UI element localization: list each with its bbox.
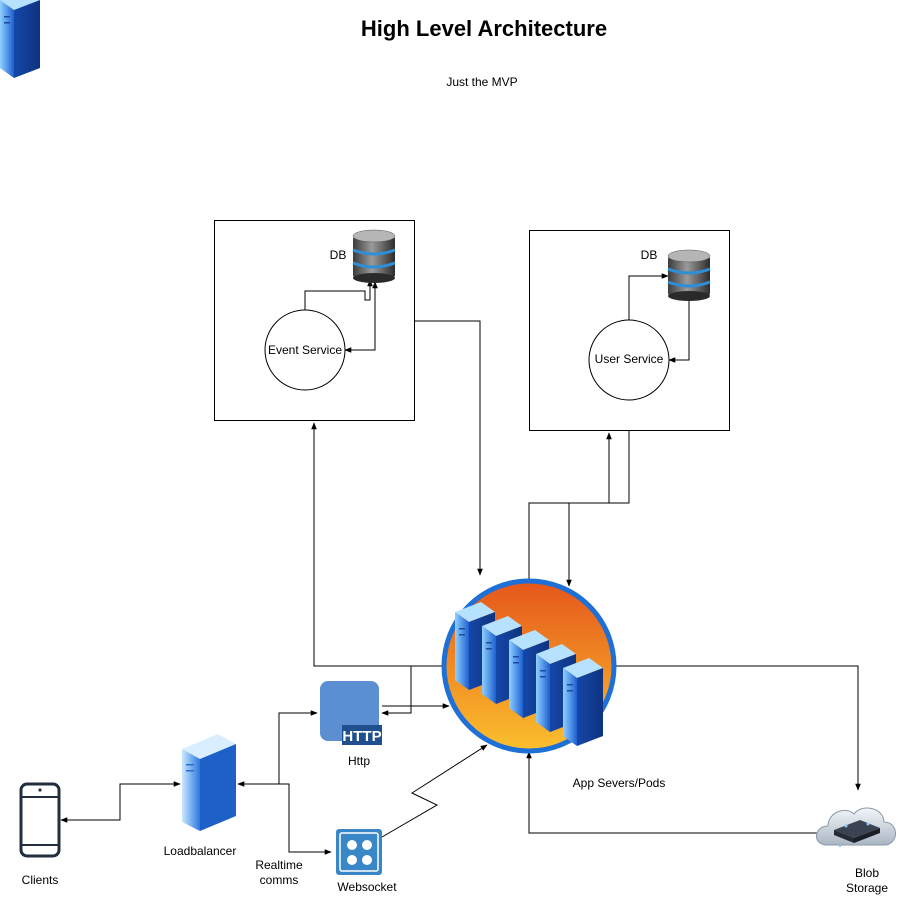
event-db-label: DB [329,248,347,262]
svg-text:HTTP: HTTP [342,728,381,745]
realtime-comms-line1: Realtime [255,858,303,872]
page-title: High Level Architecture [360,16,608,41]
blob-storage-line1: Blob [854,866,880,880]
user-db-icon[interactable] [667,249,711,301]
http-label: Http [347,754,370,768]
realtime-comms-line2: comms [259,873,299,887]
smartphone-icon[interactable] [19,782,61,858]
loadbalancer-label: Loadbalancer [163,844,237,858]
clients-label: Clients [21,873,59,887]
websocket-icon[interactable] [336,829,382,875]
blob-storage-label: Blob Storage [834,866,900,896]
realtime-comms-label: Realtime comms [248,858,310,888]
user-service-label[interactable]: User Service [594,352,664,366]
server-icon[interactable] [182,734,236,831]
event-service-label[interactable]: Event Service [267,343,343,357]
cloud-storage-icon[interactable] [816,807,896,848]
app-servers-label: App Severs/Pods [572,776,666,790]
event-db-icon[interactable] [352,229,396,283]
server-cluster-icon[interactable] [0,0,617,754]
connectors [60,273,861,855]
websocket-label: Websocket [337,880,397,894]
blob-storage-line2: Storage [845,881,889,895]
http-icon[interactable]: HTTP [320,681,382,745]
user-db-label: DB [640,248,658,262]
page-subtitle: Just the MVP [446,75,518,89]
